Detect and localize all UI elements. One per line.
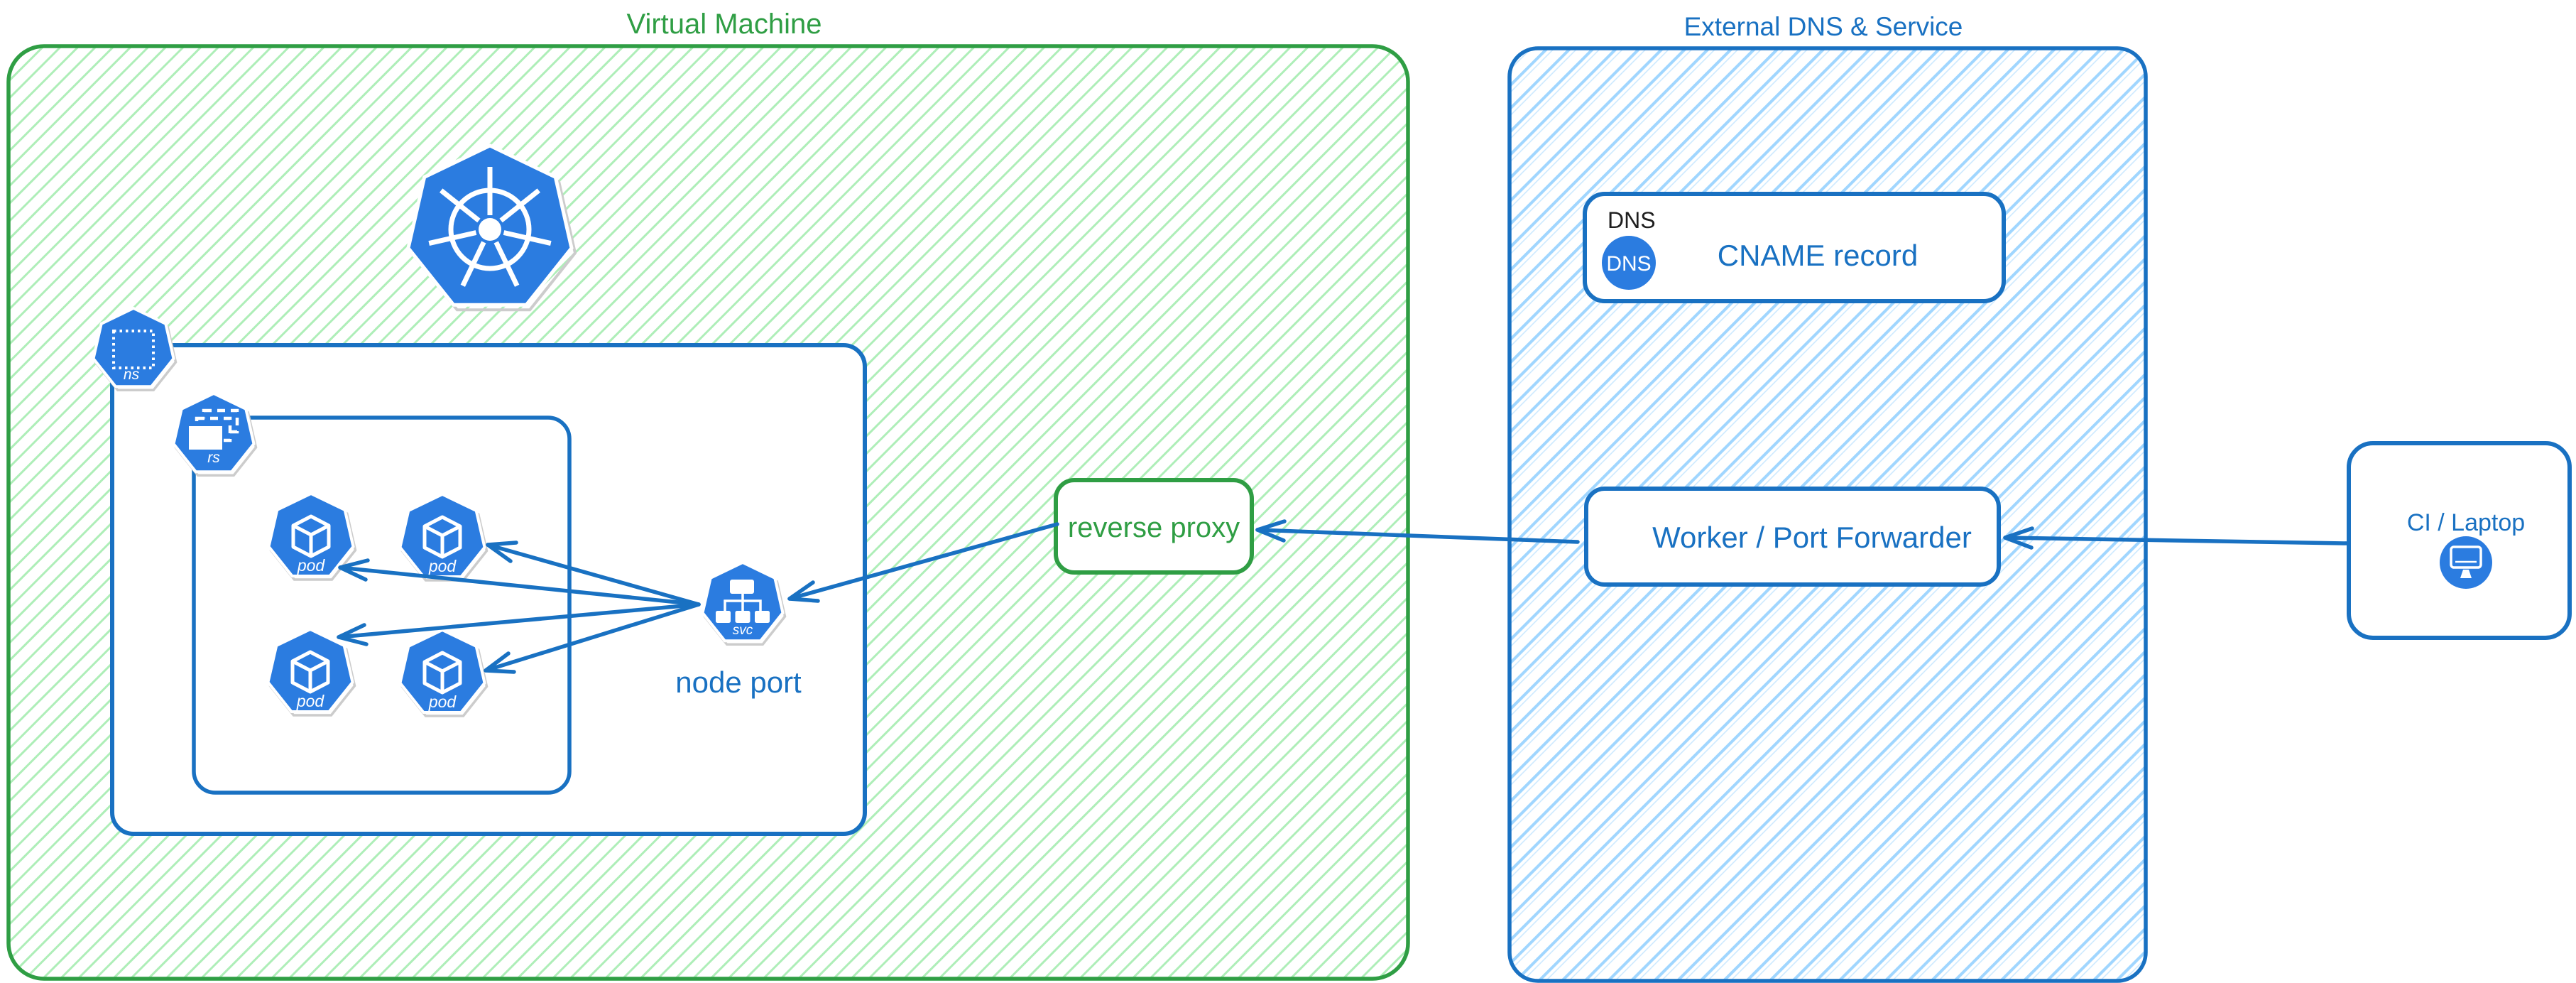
svg-text:svc: svc bbox=[733, 623, 753, 638]
svg-text:External DNS & Service: External DNS & Service bbox=[1684, 12, 1963, 41]
svg-text:Virtual Machine: Virtual Machine bbox=[627, 9, 822, 40]
svg-text:CI / Laptop: CI / Laptop bbox=[2407, 509, 2525, 536]
svg-text:reverse proxy: reverse proxy bbox=[1068, 512, 1240, 543]
svg-text:DNS: DNS bbox=[1606, 252, 1651, 276]
svg-text:CNAME record: CNAME record bbox=[1718, 239, 1918, 272]
svg-text:ns: ns bbox=[124, 366, 140, 383]
svg-text:node port: node port bbox=[675, 666, 802, 699]
svg-text:Worker / Port Forwarder: Worker / Port Forwarder bbox=[1652, 521, 1972, 554]
svg-text:rs: rs bbox=[207, 450, 220, 466]
svg-text:DNS: DNS bbox=[1608, 207, 1656, 233]
